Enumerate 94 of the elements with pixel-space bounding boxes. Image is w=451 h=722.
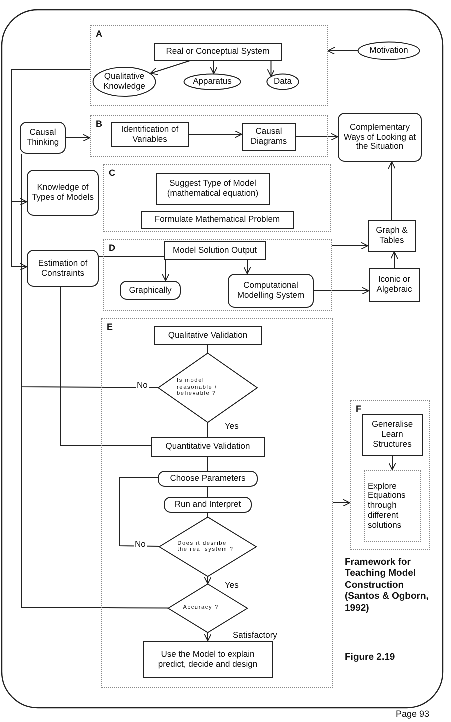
node-label: Causal Diagrams [250, 127, 288, 147]
page-number: Page 93 [396, 709, 430, 720]
arrow [204, 632, 212, 642]
arrow [296, 133, 338, 141]
arrow [188, 130, 242, 138]
arrow [150, 60, 190, 76]
node-label: Apparatus [193, 77, 232, 87]
section-box [90, 115, 328, 157]
section-letter: C [109, 168, 116, 178]
arrow [66, 134, 90, 142]
ellipse-node [267, 74, 299, 90]
arrow [244, 260, 252, 274]
node-label: Iconic or Algebraic [376, 275, 414, 295]
arrow [388, 456, 396, 470]
node-label: Use the Model to explain predict, decide and design [157, 650, 259, 670]
process-box [111, 122, 189, 147]
arrow [390, 252, 398, 268]
rounded-box [20, 122, 66, 154]
section-box [350, 400, 430, 550]
node-label: Suggest Type of Model (mathematical equation) [166, 179, 260, 199]
rounded-box [228, 274, 314, 308]
node-label: Qualitative Knowledge [102, 72, 147, 92]
edge-label: No [134, 539, 147, 549]
edge-label: Satisfactory [232, 630, 278, 640]
node-label: Run and Interpret [174, 500, 242, 510]
node-label: Estimation of Constraints [37, 258, 89, 278]
edge-label: No [136, 380, 149, 390]
arrow [332, 242, 368, 250]
rounded-box [120, 281, 181, 300]
arrow [328, 47, 358, 55]
decision-diamond [158, 353, 258, 423]
process-box [164, 241, 266, 260]
connector-line [98, 256, 164, 258]
arrow [210, 60, 218, 74]
process-box [154, 43, 282, 61]
process-box [143, 641, 273, 678]
section-box [103, 239, 332, 311]
process-box [151, 437, 265, 457]
arrow [388, 162, 396, 220]
process-box [242, 123, 296, 151]
figure-caption: Framework for Teaching Model Construction (Santos & Ogborn, 1992) [345, 557, 430, 614]
rounded-box [27, 170, 99, 216]
node-label: Complementary Ways of Looking at the Situation [343, 122, 417, 152]
node-label: Graphically [129, 286, 172, 296]
ellipse-node [184, 74, 241, 90]
arrow [204, 576, 212, 584]
node-label: Real or Conceptual System [166, 47, 270, 57]
section-letter: A [96, 29, 102, 40]
figure-number: Figure 2.19 [345, 652, 396, 664]
node-label: Qualitative Validation [168, 330, 248, 340]
node-label: Formulate Mathematical Problem [154, 215, 280, 225]
node-label: Explore Equations through different solutions [368, 482, 407, 530]
connector-line [60, 286, 152, 446]
section-box [103, 164, 331, 232]
ellipse-node [358, 42, 420, 60]
process-box [141, 211, 294, 229]
section-letter: B [96, 119, 102, 130]
process-box [369, 268, 420, 302]
node-label: Motivation [370, 46, 408, 56]
decision-diamond [168, 584, 248, 633]
arrow [314, 287, 370, 295]
node-label: Generalise Learn Structures [370, 420, 414, 450]
rounded-box [158, 471, 258, 487]
node-label: Model Solution Output [172, 246, 258, 256]
ellipse-node [93, 67, 156, 97]
arrow [12, 70, 90, 271]
node-label: Knowledge of Types of Models [31, 183, 95, 203]
rounded-box [27, 250, 99, 287]
section-letter: F [356, 404, 362, 414]
dotted-box [364, 470, 421, 542]
node-label: Quantitative Validation [166, 442, 250, 452]
arrow [267, 60, 276, 78]
section-box [90, 25, 328, 106]
decision-diamond [159, 517, 257, 577]
section-letter: D [109, 243, 116, 254]
rounded-box [164, 497, 252, 513]
node-label: Identification of Variables [120, 124, 180, 144]
edge-label: Yes [224, 421, 240, 431]
process-box [154, 326, 262, 345]
arrow [162, 260, 170, 282]
node-label: Data [274, 77, 292, 87]
node-label: Causal Thinking [26, 128, 60, 148]
arrow [332, 499, 350, 507]
node-label: Computational Modelling System [236, 281, 306, 301]
process-box [368, 220, 416, 252]
edge-label: Yes [224, 580, 240, 590]
rounded-box [338, 113, 422, 162]
section-letter: E [107, 322, 114, 332]
connector-line [120, 478, 160, 547]
node-label: Choose Parameters [170, 474, 246, 484]
node-label: Graph & Tables [375, 226, 409, 246]
process-box [156, 173, 270, 205]
section-box [101, 318, 333, 688]
process-box [362, 414, 423, 456]
